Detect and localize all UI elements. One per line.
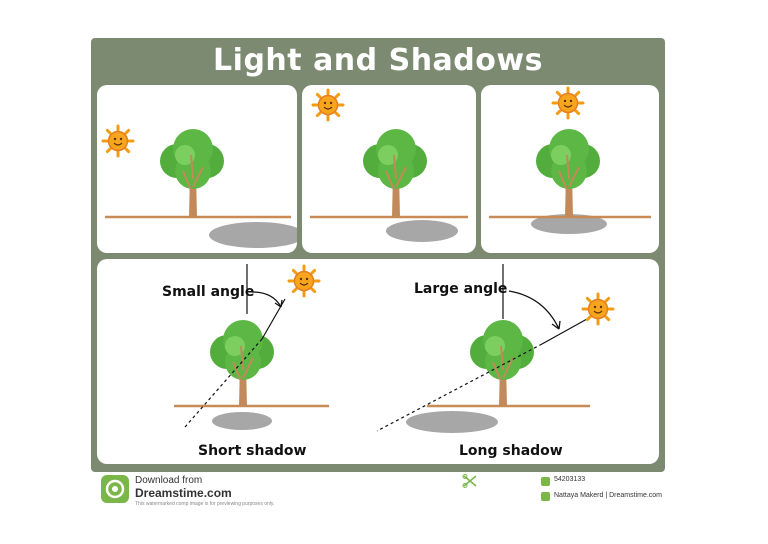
credit-icon xyxy=(541,492,550,501)
sun-ray-dashed xyxy=(184,338,263,428)
panel-overhead-sun xyxy=(481,85,659,253)
angle-arrow xyxy=(508,290,560,330)
sun-icon xyxy=(101,124,135,158)
tree xyxy=(160,129,224,217)
sun-icon xyxy=(551,86,585,120)
shadow xyxy=(531,214,607,234)
shadow xyxy=(209,222,297,248)
tree xyxy=(363,129,427,217)
credit-text: Nattaya Makerd | Dreamstime.com xyxy=(554,492,663,499)
scissors-icon xyxy=(462,474,477,488)
watermark-footer: Download from Dreamstime.com This waterm… xyxy=(0,472,768,544)
tree xyxy=(210,320,274,406)
sun-icon xyxy=(581,292,615,326)
sun-icon xyxy=(287,264,321,298)
sun-icon xyxy=(311,88,345,122)
label-large-angle: Large angle xyxy=(414,281,508,297)
sun-ray-line xyxy=(541,318,588,345)
page-title: Light and Shadows xyxy=(213,43,543,78)
image-id-text: 54203133 xyxy=(554,476,586,483)
label-small-angle: Small angle xyxy=(162,284,255,300)
brand-text: Dreamstime.com xyxy=(135,486,232,500)
label-long-shadow: Long shadow xyxy=(459,443,563,459)
tree xyxy=(470,320,534,406)
download-from-text: Download from xyxy=(135,475,203,486)
shadow xyxy=(386,220,458,242)
tree xyxy=(536,129,600,217)
sun-ray-dashed xyxy=(376,343,543,432)
angle-arrow xyxy=(251,291,282,308)
disclaimer-text: This watermarked comp image is for previ… xyxy=(135,501,275,507)
dreamstime-logo-icon xyxy=(101,475,129,503)
panel-low-sun xyxy=(97,85,297,253)
short-shadow xyxy=(212,412,272,430)
panel-angle-comparison: Small angle Large angle Short shadow Lon… xyxy=(97,259,659,464)
long-shadow xyxy=(406,411,498,433)
panel-mid-sun xyxy=(302,85,476,253)
label-short-shadow: Short shadow xyxy=(198,443,307,459)
image-id-icon xyxy=(541,477,550,486)
